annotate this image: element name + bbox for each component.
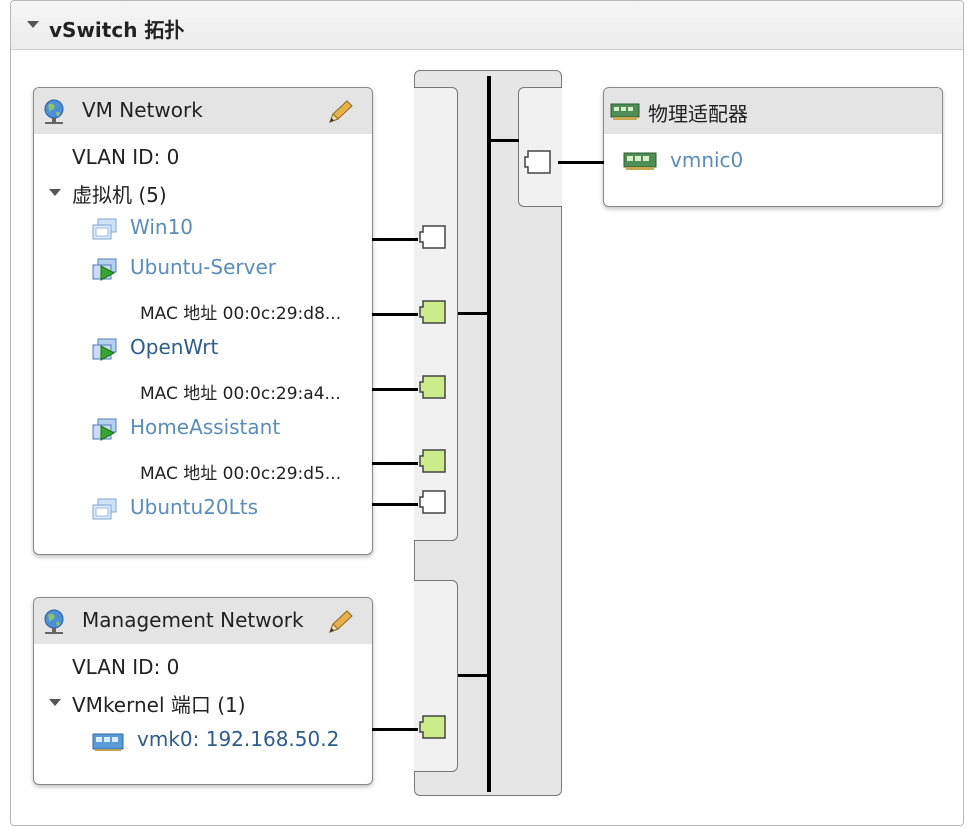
vmkernel-expand-icon[interactable] xyxy=(49,699,61,706)
vm-network-header: VM Network xyxy=(34,88,372,134)
mac-address: MAC 地址 00:0c:29:d8... xyxy=(140,304,342,324)
mac-address: MAC 地址 00:0c:29:a4... xyxy=(140,384,341,404)
vm-off-icon xyxy=(92,498,117,520)
vm-network-card: VM Network VLAN ID: 0 虚拟机 (5) Win10 Ubun… xyxy=(33,87,373,555)
mgmt-group-bus-wire xyxy=(458,674,489,677)
vm-network-title: VM Network xyxy=(82,98,203,122)
collapse-arrow-icon[interactable] xyxy=(27,21,39,28)
vmk-link[interactable]: vmk0: 192.168.50.2 xyxy=(137,727,340,751)
vmkernel-nic-icon xyxy=(92,733,124,751)
vswitch-bus xyxy=(487,76,491,792)
vm-on-icon xyxy=(92,338,117,361)
network-globe-icon xyxy=(44,99,64,124)
vm-on-icon xyxy=(92,418,117,441)
vmnic-link[interactable]: vmnic0 xyxy=(670,148,744,172)
port-active-icon[interactable] xyxy=(419,446,449,476)
management-network-header: Management Network xyxy=(34,598,372,644)
vm-link-win10[interactable]: Win10 xyxy=(130,215,194,239)
port-wire-vmk0 xyxy=(372,728,418,731)
physical-adapters-title: 物理适配器 xyxy=(648,102,748,126)
vms-expand-icon[interactable] xyxy=(49,189,61,196)
management-network-title: Management Network xyxy=(82,608,304,632)
network-globe-icon xyxy=(44,609,64,634)
physical-adapters-card: 物理适配器 vmnic0 xyxy=(603,87,943,207)
port-wire-vmnic0 xyxy=(558,161,604,164)
uplink-bus-wire xyxy=(489,139,519,142)
vm-link-ubuntu20lts[interactable]: Ubuntu20Lts xyxy=(130,495,259,519)
uplink-port-group xyxy=(518,87,562,207)
port-inactive-icon[interactable] xyxy=(419,487,449,517)
mac-address: MAC 地址 00:0c:29:d5... xyxy=(140,464,342,484)
port-wire-homeassistant xyxy=(372,462,418,465)
edit-pencil-icon[interactable] xyxy=(325,608,355,636)
physical-nic-icon xyxy=(623,152,657,170)
port-wire-openwrt xyxy=(372,388,418,391)
port-active-icon[interactable] xyxy=(419,297,449,327)
vm-off-icon xyxy=(92,218,117,240)
port-active-icon[interactable] xyxy=(419,712,449,742)
vm-link-ubuntu-server[interactable]: Ubuntu-Server xyxy=(130,255,277,279)
port-wire-win10 xyxy=(372,238,418,241)
vmkernel-group-label[interactable]: VMkernel 端口 (1) xyxy=(72,693,246,717)
port-inactive-icon[interactable] xyxy=(419,222,449,252)
vm-link-homeassistant[interactable]: HomeAssistant xyxy=(130,415,281,439)
panel-header[interactable]: vSwitch 拓扑 xyxy=(11,1,963,50)
uplink-port-icon[interactable] xyxy=(524,147,554,177)
port-wire-ubuntu20lts xyxy=(372,503,418,506)
physical-adapters-header: 物理适配器 xyxy=(604,88,942,134)
vm-network-vlan: VLAN ID: 0 xyxy=(72,145,180,169)
port-wire-ubuntu-server xyxy=(372,313,418,316)
edit-pencil-icon[interactable] xyxy=(325,98,355,126)
panel-title: vSwitch 拓扑 xyxy=(49,18,185,42)
port-active-icon[interactable] xyxy=(419,372,449,402)
vms-group-label[interactable]: 虚拟机 (5) xyxy=(72,183,167,207)
vm-on-icon xyxy=(92,258,117,281)
vm-group-bus-wire xyxy=(458,312,489,315)
management-network-vlan: VLAN ID: 0 xyxy=(72,655,180,679)
management-port-group xyxy=(414,580,458,772)
management-network-card: Management Network VLAN ID: 0 VMkernel 端… xyxy=(33,597,373,785)
physical-nic-icon xyxy=(610,103,640,120)
vm-link-openwrt[interactable]: OpenWrt xyxy=(130,335,219,359)
